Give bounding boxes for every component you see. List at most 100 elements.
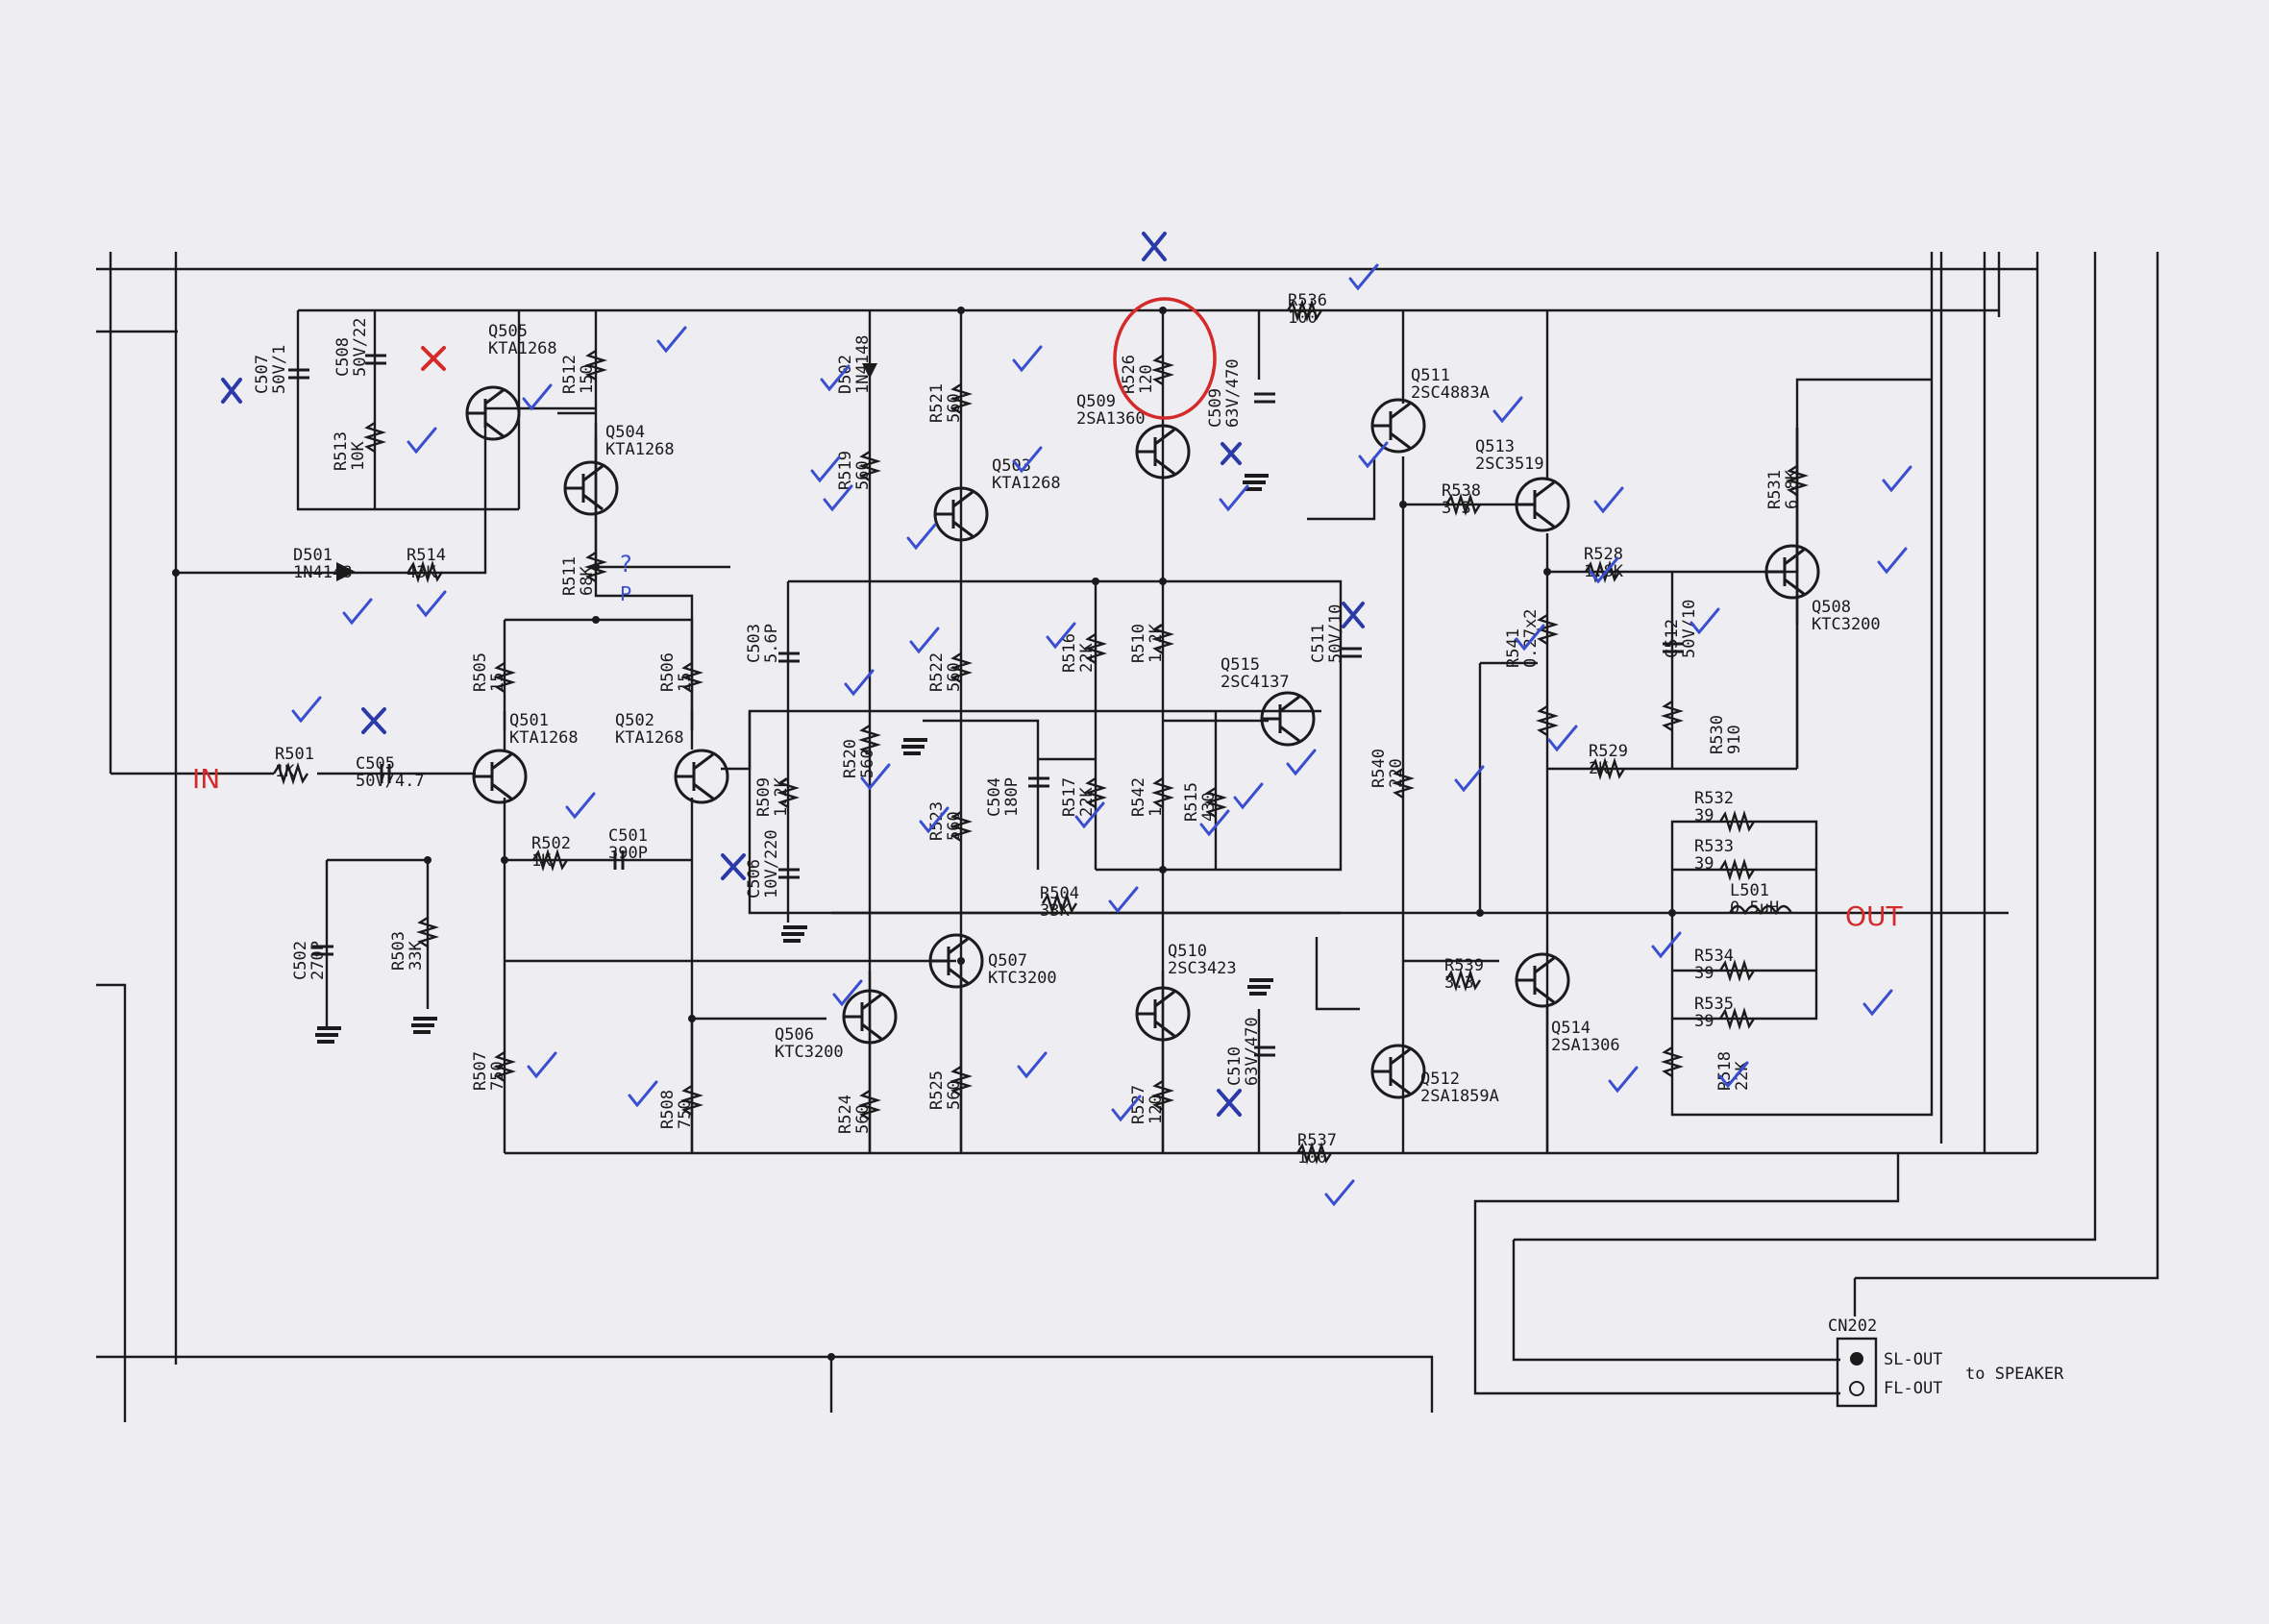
component-ref: R536 [1288, 291, 1327, 310]
component-ref: R531 [1765, 470, 1785, 509]
check-mark [1017, 1051, 1048, 1079]
check-mark [1348, 263, 1379, 291]
check-mark [1862, 989, 1893, 1017]
component-value: 430 [1199, 792, 1219, 822]
component-ref: Q510 [1168, 942, 1207, 961]
component-ref: R534 [1694, 947, 1734, 966]
connector-pin-fl: FL-OUT [1884, 1379, 1942, 1398]
component-ref: R527 [1129, 1085, 1148, 1124]
check-mark [1111, 1095, 1142, 1122]
check-mark [565, 792, 596, 820]
component-value: KTA1268 [615, 728, 684, 748]
component-value: 33K [1040, 901, 1070, 921]
check-mark [1012, 345, 1043, 373]
check-mark [1108, 886, 1139, 914]
check-mark [1689, 607, 1720, 635]
component-value: 100 [1297, 1148, 1327, 1168]
check-mark [1074, 801, 1105, 829]
component-value: 120 [1147, 1095, 1166, 1124]
check-mark [342, 598, 373, 626]
component-ref: R540 [1369, 749, 1389, 788]
component-ref: R524 [836, 1095, 855, 1134]
component-ref: R529 [1589, 742, 1628, 761]
component-ref: R513 [332, 431, 351, 471]
component-value: 39 [1694, 964, 1714, 983]
check-mark [1877, 547, 1908, 575]
component-value: 1K [531, 851, 552, 871]
component-value: KTC3200 [775, 1043, 844, 1062]
component-ref: C503 [745, 624, 764, 663]
component-ref: R515 [1182, 782, 1201, 822]
component-value: 5.6P [762, 624, 781, 663]
component-ref: R537 [1297, 1131, 1337, 1150]
check-mark [1219, 484, 1249, 512]
component-value: 39 [1694, 1012, 1714, 1031]
component-value: 560 [945, 662, 964, 692]
component-value: 2SC3519 [1475, 455, 1544, 474]
component-value: 270P [308, 941, 328, 980]
component-value: 2SC3423 [1168, 959, 1237, 978]
check-mark [844, 669, 875, 697]
component-ref: Q513 [1475, 437, 1515, 456]
component-ref: Q515 [1221, 655, 1260, 675]
component-value: 15 [676, 673, 695, 692]
check-mark [1046, 622, 1076, 650]
component-value: 560 [858, 749, 877, 778]
component-ref: R512 [560, 355, 580, 394]
component-value: 63V/470 [1243, 1017, 1262, 1086]
component-ref: Q502 [615, 711, 654, 730]
check-mark [906, 523, 937, 551]
check-mark [860, 763, 891, 791]
component-value: KTA1268 [992, 474, 1061, 493]
component-value: 560 [945, 811, 964, 841]
component-value: 22K [1077, 787, 1097, 817]
component-symbols [172, 298, 1820, 1361]
component-value: 2SA1360 [1076, 409, 1146, 429]
component-ref: R520 [841, 739, 860, 778]
component-ref: R541 [1504, 628, 1523, 668]
component-ref: R525 [927, 1070, 947, 1110]
component-ref: Q506 [775, 1025, 814, 1045]
check-mark [1233, 782, 1264, 810]
check-mark [291, 696, 322, 724]
component-value: 15 [488, 673, 507, 692]
component-value: 2SC4883A [1411, 383, 1490, 403]
check-mark [1199, 809, 1230, 837]
connector-cn202: CN202 SL-OUT FL-OUT to SPEAKER [1828, 1316, 2064, 1408]
component-ref: R522 [927, 652, 947, 692]
component-value: 3.3 [1444, 973, 1474, 993]
component-value: KTA1268 [488, 339, 557, 358]
check-mark [527, 1051, 557, 1079]
check-mark [1882, 465, 1912, 493]
component-ref: R501 [275, 745, 314, 764]
component-value: 390P [608, 844, 648, 863]
connector-ref: CN202 [1828, 1316, 1877, 1336]
component-ref: R526 [1120, 355, 1139, 394]
component-ref: C502 [291, 941, 310, 980]
component-value: 3.3 [1442, 499, 1471, 518]
component-value: KTC3200 [1812, 615, 1881, 634]
component-value: 560 [945, 1080, 964, 1110]
component-ref: R510 [1129, 624, 1148, 663]
check-mark [416, 590, 447, 618]
